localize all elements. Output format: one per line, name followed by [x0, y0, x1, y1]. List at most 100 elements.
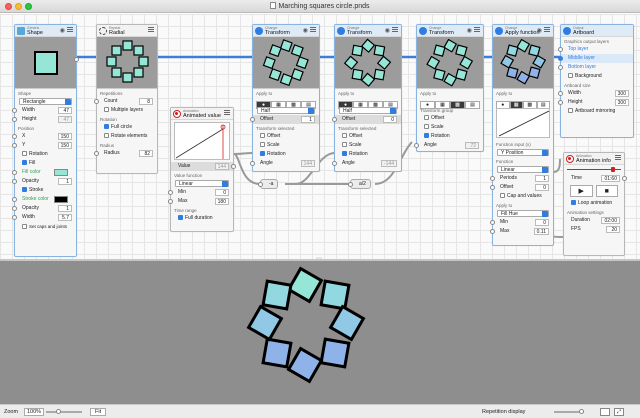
radius-field[interactable]: 82: [139, 150, 153, 157]
menu-icon[interactable]: [392, 27, 398, 32]
width-field[interactable]: 47: [58, 107, 72, 114]
repetition-slider[interactable]: [554, 409, 584, 414]
shape-type-select[interactable]: Rectangle: [19, 98, 72, 105]
eye-icon[interactable]: ◉: [59, 28, 65, 34]
offset-field[interactable]: 0: [383, 116, 397, 123]
artboard-node[interactable]: Output Artboard Graphics output layers T…: [558, 24, 634, 138]
fill-checkbox[interactable]: [22, 160, 27, 165]
half-select[interactable]: Half: [257, 107, 315, 114]
node-header[interactable]: Change Transform ◉: [253, 25, 319, 37]
apply-to-select[interactable]: Fill Hue: [497, 210, 549, 217]
input-port[interactable]: [490, 220, 495, 225]
node-header[interactable]: Change Transform ◉: [417, 25, 483, 37]
duration-field[interactable]: 02:00: [601, 217, 620, 224]
scale-checkbox[interactable]: [342, 142, 347, 147]
angle-field[interactable]: 72: [465, 142, 479, 149]
fullscreen-icon[interactable]: ⤢: [614, 408, 624, 416]
artboard-height-field[interactable]: 300: [614, 99, 629, 106]
background-checkbox[interactable]: [568, 73, 573, 78]
input-port[interactable]: [414, 143, 419, 148]
input-port[interactable]: [332, 117, 337, 122]
fill-color-swatch[interactable]: [54, 169, 68, 176]
input-port[interactable]: [168, 190, 173, 195]
stroke-checkbox[interactable]: [22, 187, 27, 192]
node-header[interactable]: Repeat Radial: [97, 25, 157, 37]
input-port[interactable]: [558, 91, 563, 96]
input-port[interactable]: [490, 185, 495, 190]
menu-icon[interactable]: [224, 110, 230, 115]
play-icon[interactable]: ▶: [570, 185, 593, 197]
input-port[interactable]: [12, 170, 17, 175]
input-port[interactable]: [490, 229, 495, 234]
offset-checkbox[interactable]: [260, 133, 265, 138]
node-header[interactable]: Change Apply function ◉: [493, 25, 553, 37]
scale-checkbox[interactable]: [260, 142, 265, 147]
input-port[interactable]: [558, 56, 563, 61]
negate-operator-node[interactable]: -a: [258, 179, 279, 189]
fit-button[interactable]: Fit: [90, 408, 107, 416]
input-port[interactable]: [250, 161, 255, 166]
close-window-button[interactable]: [5, 3, 12, 10]
output-port[interactable]: [231, 164, 236, 169]
max-field[interactable]: 180: [214, 198, 229, 205]
animation-curve[interactable]: [174, 122, 230, 160]
height-field[interactable]: 47: [58, 116, 72, 123]
node-header[interactable]: Change Transform ◉: [335, 25, 401, 37]
apply-function-node[interactable]: Change Apply function ◉ Apply to ●▦▩▤ Fu…: [490, 24, 554, 246]
caps-checkbox[interactable]: [22, 224, 27, 229]
input-port[interactable]: [168, 199, 173, 204]
rotate-elements-checkbox[interactable]: [104, 133, 109, 138]
apply-to-grid-tab[interactable]: ▦: [435, 101, 450, 109]
angle-field[interactable]: -144: [380, 160, 397, 167]
stroke-color-swatch[interactable]: [54, 196, 68, 203]
input-port[interactable]: [258, 182, 263, 187]
input-port[interactable]: [94, 151, 99, 156]
mirroring-checkbox[interactable]: [568, 108, 573, 113]
input-port[interactable]: [332, 161, 337, 166]
function-select[interactable]: Linear: [497, 166, 549, 173]
full-circle-checkbox[interactable]: [104, 124, 109, 129]
pane-divider[interactable]: [0, 255, 640, 262]
menu-icon[interactable]: [148, 27, 154, 32]
angle-field[interactable]: 144: [300, 160, 315, 167]
node-header[interactable]: Output Artboard: [561, 25, 633, 37]
half-operator-node[interactable]: a/2: [348, 179, 371, 189]
min-field[interactable]: 0: [215, 189, 229, 196]
node-header[interactable]: Animation Animation info: [564, 153, 624, 165]
eye-icon[interactable]: ◉: [302, 28, 308, 34]
input-port[interactable]: [490, 176, 495, 181]
split-view-icon[interactable]: [600, 408, 610, 416]
stroke-opacity-field[interactable]: 1: [58, 205, 72, 212]
half-select[interactable]: Half: [339, 107, 397, 114]
rotation-checkbox[interactable]: [424, 133, 429, 138]
eye-icon[interactable]: ◉: [384, 28, 390, 34]
scale-checkbox[interactable]: [424, 124, 429, 129]
input-port[interactable]: [250, 117, 255, 122]
apply-to-odd-tab[interactable]: ▩: [450, 101, 465, 109]
menu-icon[interactable]: [67, 27, 73, 32]
input-port[interactable]: [348, 182, 353, 187]
stroke-width-field[interactable]: 5.7: [58, 214, 72, 221]
apply-to-range-tab[interactable]: ▤: [465, 101, 480, 109]
offset-field[interactable]: 0: [535, 184, 549, 191]
min-field[interactable]: 0: [535, 219, 549, 226]
input-port[interactable]: [12, 179, 17, 184]
rotation-checkbox[interactable]: [260, 151, 265, 156]
input-port[interactable]: [558, 100, 563, 105]
zoom-field[interactable]: 100%: [24, 408, 45, 416]
periods-field[interactable]: 1: [535, 175, 549, 182]
menu-icon[interactable]: [474, 27, 480, 32]
fill-opacity-field[interactable]: 1: [58, 178, 72, 185]
offset-field[interactable]: 1: [301, 116, 315, 123]
input-port[interactable]: [12, 117, 17, 122]
rotation-checkbox[interactable]: [22, 151, 27, 156]
stop-icon[interactable]: ■: [595, 185, 618, 197]
apply-to-all-tab[interactable]: ●: [420, 101, 435, 109]
offset-checkbox[interactable]: [342, 133, 347, 138]
input-port[interactable]: [558, 65, 563, 70]
count-field[interactable]: 8: [139, 98, 153, 105]
cap-values-checkbox[interactable]: [500, 193, 505, 198]
